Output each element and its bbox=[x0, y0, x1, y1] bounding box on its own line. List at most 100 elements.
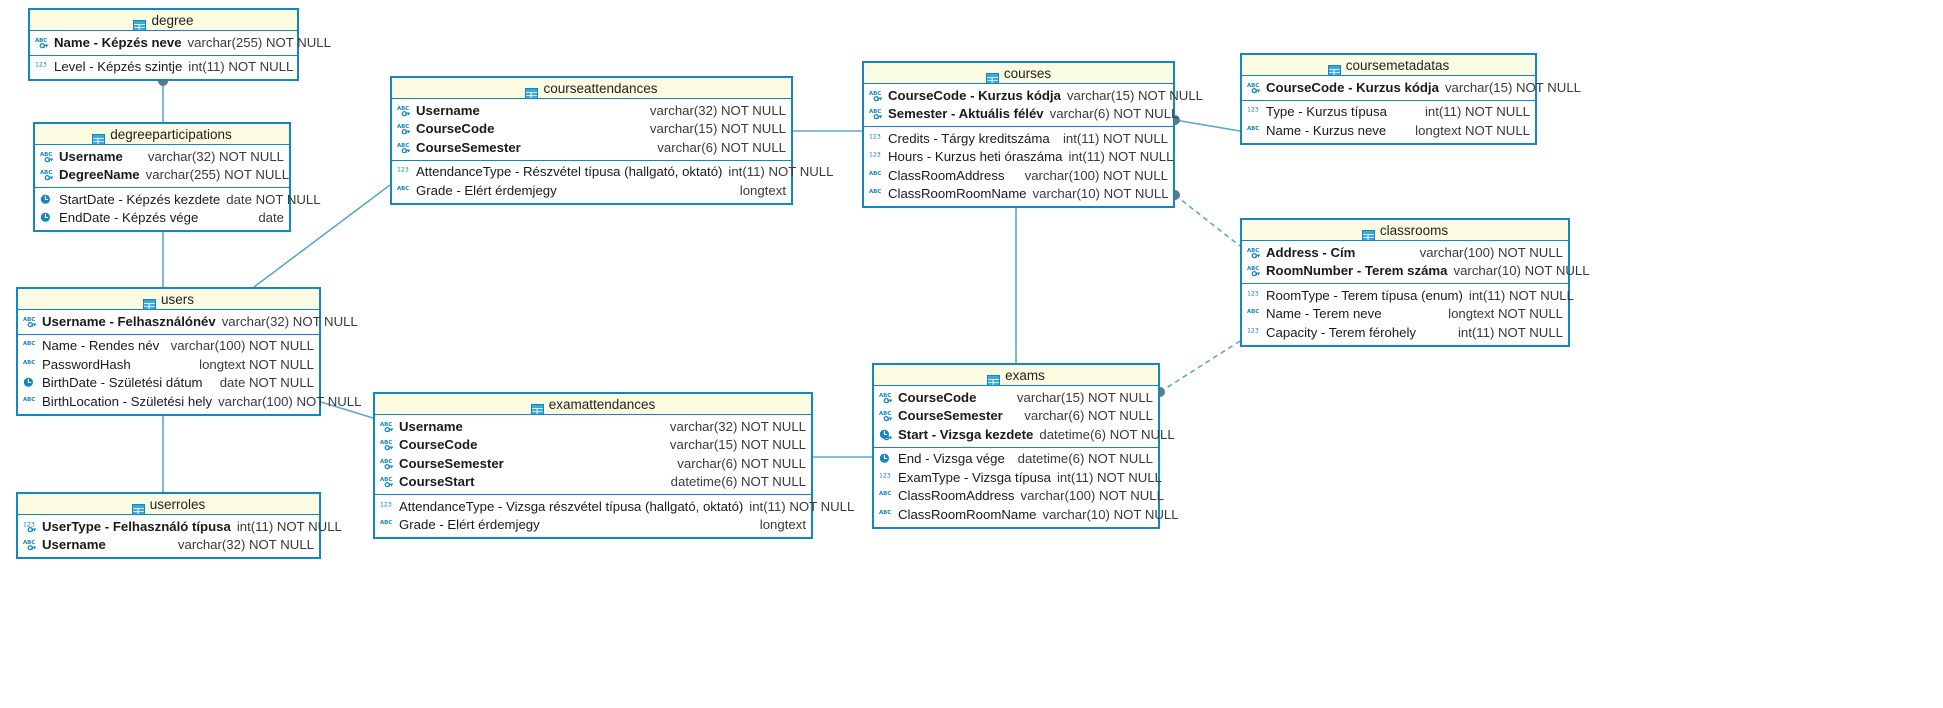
entity-title-wrap: courses bbox=[985, 63, 1051, 84]
clock-icon bbox=[23, 376, 38, 389]
field-name: Level - Képzés szintje bbox=[54, 59, 183, 75]
field-name: Username bbox=[416, 102, 480, 118]
field-type: date NOT NULL bbox=[226, 191, 321, 207]
entity-title-wrap: degreeparticipations bbox=[92, 124, 232, 145]
svg-text:123: 123 bbox=[879, 472, 891, 479]
entity-header-exams[interactable]: exams bbox=[874, 365, 1158, 386]
field-name: CourseCode - Kurzus kódja bbox=[1266, 79, 1439, 95]
123-icon: 123 bbox=[1247, 289, 1262, 302]
field-type: varchar(100) NOT NULL bbox=[170, 338, 314, 354]
svg-text:ABC: ABC bbox=[23, 317, 35, 323]
svg-text:ABC: ABC bbox=[35, 38, 47, 44]
abc-icon: ABC bbox=[879, 508, 894, 521]
abc-key-icon: ABC bbox=[23, 538, 38, 551]
entity-title: users bbox=[160, 292, 194, 307]
field-type: varchar(15) NOT NULL bbox=[1444, 79, 1582, 95]
field-name: Name - Rendes név bbox=[42, 338, 160, 354]
123-icon: 123 bbox=[879, 471, 894, 484]
field-type: date bbox=[258, 210, 284, 226]
abc-key-icon: ABC bbox=[397, 141, 412, 154]
abc-key-icon: ABC bbox=[40, 150, 55, 163]
field-type: int(11) NOT NULL bbox=[1457, 324, 1563, 340]
svg-text:ABC: ABC bbox=[1247, 248, 1259, 254]
entity-header-userroles[interactable]: userroles bbox=[18, 494, 319, 515]
svg-text:123: 123 bbox=[869, 152, 881, 159]
entity-header-examattendances[interactable]: examattendances bbox=[375, 394, 811, 415]
entity-title: examattendances bbox=[548, 397, 656, 412]
svg-text:ABC: ABC bbox=[40, 152, 52, 158]
entity-header-users[interactable]: users bbox=[18, 289, 319, 310]
field-type: int(11) NOT NULL bbox=[1468, 287, 1574, 303]
field-type: datetime(6) NOT NULL bbox=[670, 474, 806, 490]
abc-key-icon: ABC bbox=[1247, 246, 1262, 259]
svg-text:ABC: ABC bbox=[397, 143, 409, 149]
field-type: varchar(100) NOT NULL bbox=[218, 393, 362, 409]
entity-header-courseattendances[interactable]: courseattendances bbox=[392, 78, 791, 99]
svg-text:ABC: ABC bbox=[40, 170, 52, 176]
entity-title: classrooms bbox=[1379, 223, 1449, 238]
field-name: Hours - Kurzus heti óraszáma bbox=[888, 149, 1063, 165]
entity-title: degree bbox=[151, 13, 194, 28]
entity-header-degree[interactable]: degree bbox=[30, 10, 297, 31]
field-type: varchar(15) NOT NULL bbox=[1016, 389, 1153, 405]
svg-text:ABC: ABC bbox=[380, 422, 392, 428]
field-type: int(11) NOT NULL bbox=[1062, 130, 1168, 146]
field-name: ClassRoomAddress bbox=[888, 167, 1005, 183]
field-name: StartDate - Képzés kezdete bbox=[59, 191, 221, 207]
field-type: varchar(100) NOT NULL bbox=[1024, 167, 1168, 183]
entity-header-courses[interactable]: courses bbox=[864, 63, 1173, 84]
entity-header-coursemetadatas[interactable]: coursemetadatas bbox=[1242, 55, 1535, 76]
field-name: DegreeName bbox=[59, 167, 140, 183]
field-name: UserType - Felhasználó típusa bbox=[42, 518, 231, 534]
clock-key-icon bbox=[879, 428, 894, 441]
field-type: varchar(10) NOT NULL bbox=[1032, 186, 1169, 202]
field-type: int(11) NOT NULL bbox=[728, 164, 834, 180]
entity-title-wrap: users bbox=[142, 289, 194, 310]
svg-text:ABC: ABC bbox=[1247, 126, 1259, 132]
entity-header-classrooms[interactable]: classrooms bbox=[1242, 220, 1568, 241]
entity-title-wrap: examattendances bbox=[530, 394, 656, 415]
table-icon bbox=[525, 84, 539, 99]
entity-header-degreeparticipations[interactable]: degreeparticipations bbox=[35, 124, 289, 145]
field-name: ClassRoomRoomName bbox=[898, 506, 1037, 522]
field-name: CourseCode - Kurzus kódja bbox=[888, 87, 1061, 103]
abc-key-icon: ABC bbox=[23, 315, 38, 328]
field-type: int(11) NOT NULL bbox=[236, 518, 342, 534]
svg-text:ABC: ABC bbox=[869, 91, 881, 97]
field-name: Username bbox=[59, 148, 123, 164]
